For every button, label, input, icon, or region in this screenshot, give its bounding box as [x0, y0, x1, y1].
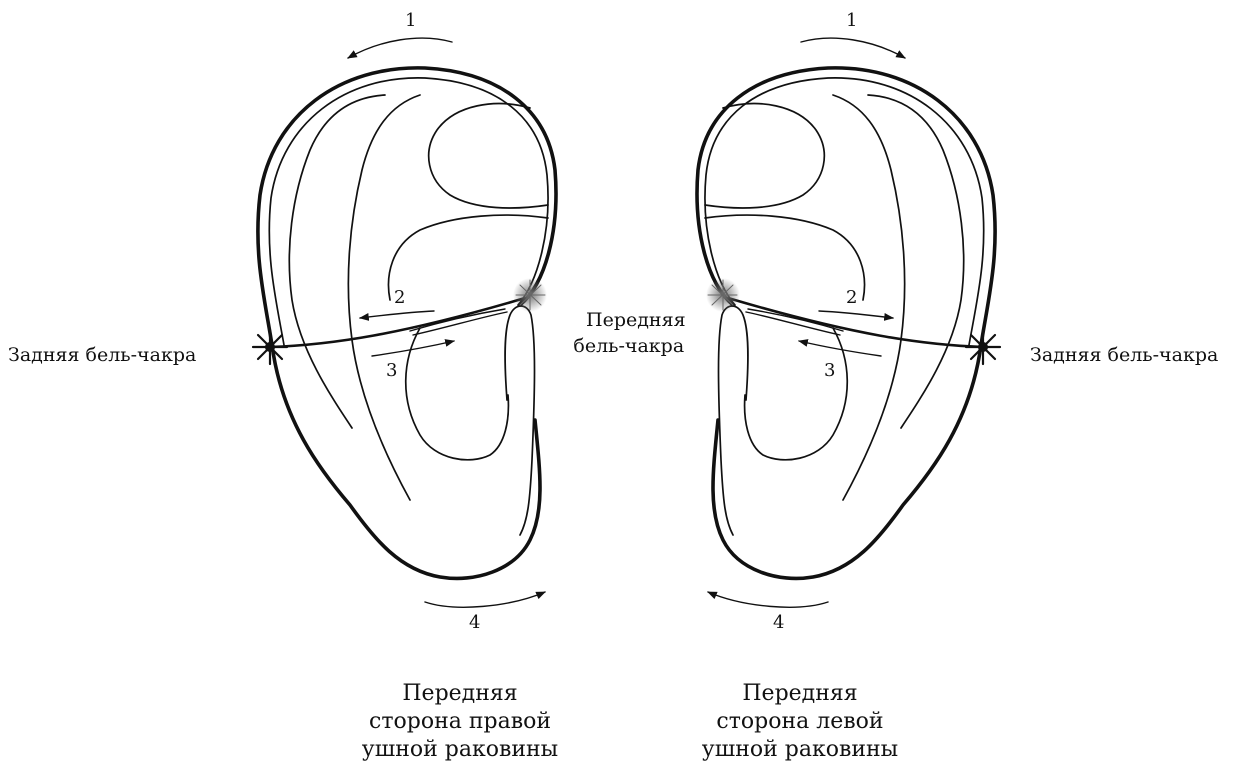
front-bel-chakra-label: Передняя бель-чакра: [572, 307, 686, 359]
left-ear-caption-line1: Передняя: [670, 680, 930, 708]
right-ear-caption: Передняя сторона правой ушной раковины: [330, 680, 590, 764]
rear-bel-chakra-label-right: Задняя бель-чакра: [1030, 346, 1218, 365]
arrow-number-1-left-ear: 1: [846, 12, 857, 30]
arrow-number-2-left-ear: 2: [846, 289, 857, 307]
left-ear-caption-line3: ушной раковины: [670, 736, 930, 764]
left-ear-caption-line2: сторона левой: [670, 708, 930, 736]
arrow-number-4-right-ear: 4: [469, 614, 480, 632]
arrow-number-3-right-ear: 3: [386, 362, 397, 380]
right-ear-caption-line2: сторона правой: [330, 708, 590, 736]
arrow-number-2-right-ear: 2: [394, 289, 405, 307]
arrow-number-3-left-ear: 3: [824, 362, 835, 380]
left-ear-drawing: [697, 38, 1000, 607]
right-ear-caption-line1: Передняя: [330, 680, 590, 708]
rear-bel-chakra-label-left: Задняя бель-чакра: [8, 346, 196, 365]
front-bel-chakra-line2: бель-чакра: [572, 333, 686, 359]
front-bel-chakra-line1: Передняя: [572, 307, 686, 333]
left-ear-caption: Передняя сторона левой ушной раковины: [670, 680, 930, 764]
arrow-number-1-right-ear: 1: [405, 12, 416, 30]
arrow-number-4-left-ear: 4: [773, 614, 784, 632]
right-ear-drawing: [253, 38, 556, 607]
right-ear-caption-line3: ушной раковины: [330, 736, 590, 764]
